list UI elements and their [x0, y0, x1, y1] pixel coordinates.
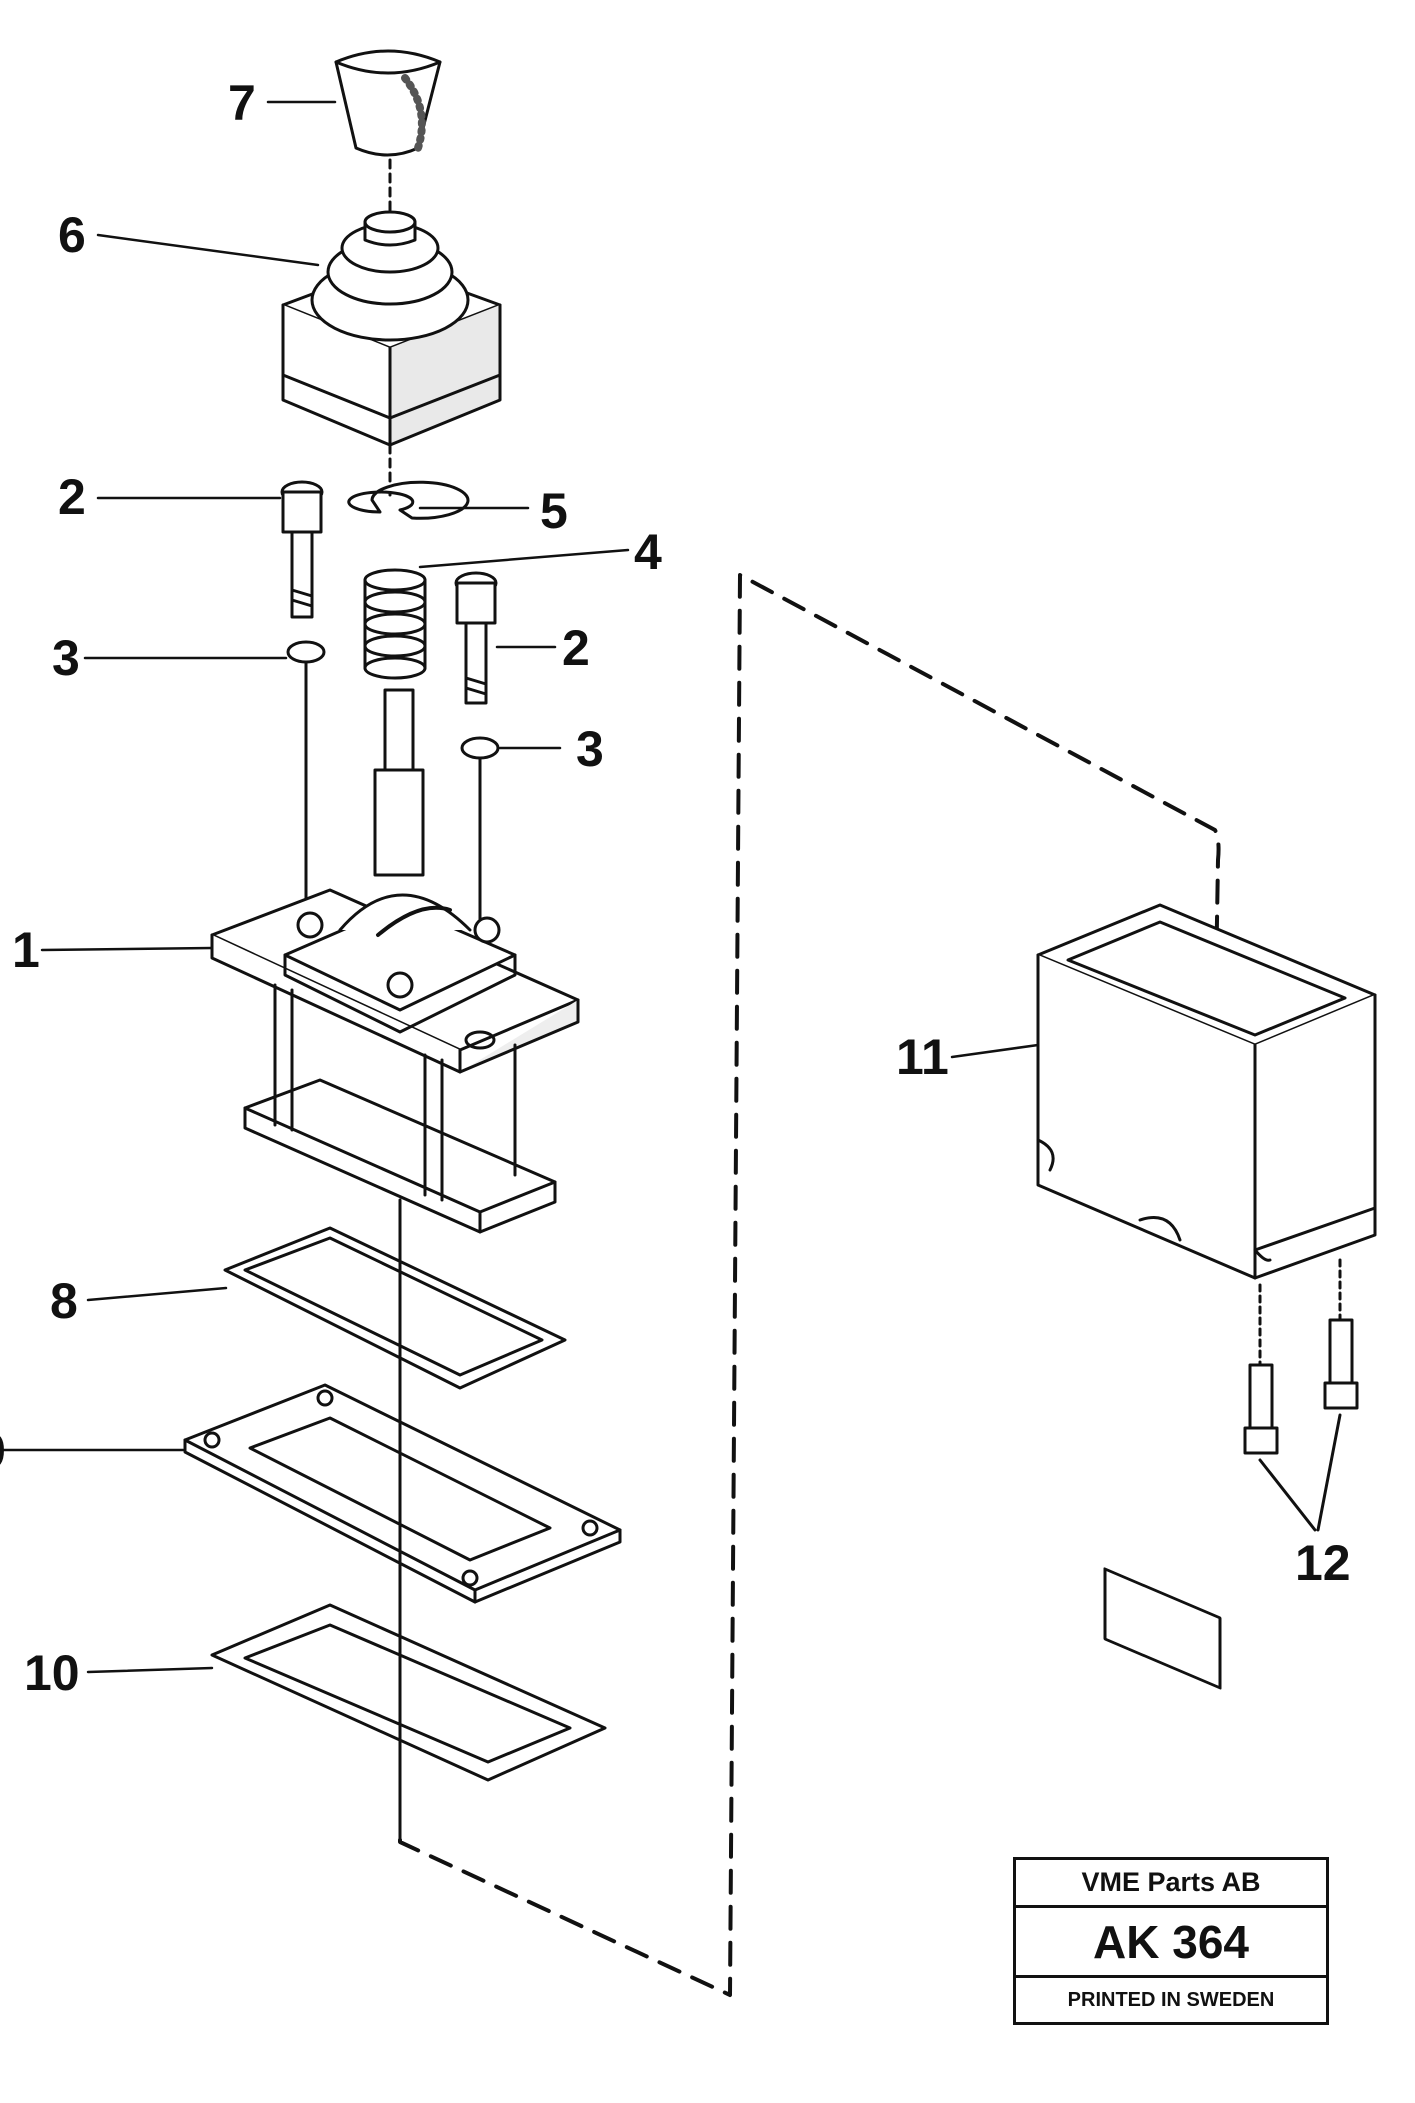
spring-part-4: [363, 568, 427, 680]
title-block: VME Parts AB AK 364 PRINTED IN SWEDEN: [1013, 1857, 1329, 2025]
gasket-part-8: [223, 1226, 567, 1390]
callout-7: 7: [228, 75, 256, 131]
knob-part-7: [334, 49, 442, 157]
callout-11: 11: [896, 1029, 949, 1085]
dashed-relation-line: [398, 573, 1221, 1997]
screws-part-12: [1243, 1258, 1359, 1532]
callout-10: 10: [24, 1645, 80, 1701]
callout-5: 5: [540, 483, 568, 539]
callout-6: 6: [58, 207, 86, 263]
gasket-part-10: [210, 1603, 607, 1782]
screw-part-2-left: [280, 480, 324, 619]
title-block-company: VME Parts AB: [1016, 1860, 1326, 1908]
callout-9: 9: [0, 1426, 6, 1476]
title-block-printed: PRINTED IN SWEDEN: [1067, 1988, 1275, 2011]
lever-rod: [373, 688, 425, 877]
washer-part-3-right: [460, 736, 500, 760]
cover-box-part-11: [1036, 903, 1377, 1690]
circlip-part-5: [347, 480, 470, 520]
title-block-code: AK 364: [1016, 1908, 1326, 1978]
callout-4: 4: [634, 524, 662, 580]
callout-12: 12: [1295, 1535, 1351, 1591]
callout-1: 1: [12, 922, 40, 978]
callout-3-left: 3: [52, 630, 80, 686]
washer-part-3-left: [286, 640, 326, 664]
valve-body-part-1: [210, 888, 580, 1234]
callout-2-left: 2: [58, 469, 86, 525]
callout-2-right: 2: [562, 620, 590, 676]
plate-part-9: [183, 1383, 622, 1604]
boot-housing-part-6: [281, 210, 502, 447]
callout-3-right: 3: [576, 721, 604, 777]
screw-part-2-right: [454, 571, 498, 705]
leader-lines: [0, 100, 1040, 1674]
callout-8: 8: [50, 1273, 78, 1329]
